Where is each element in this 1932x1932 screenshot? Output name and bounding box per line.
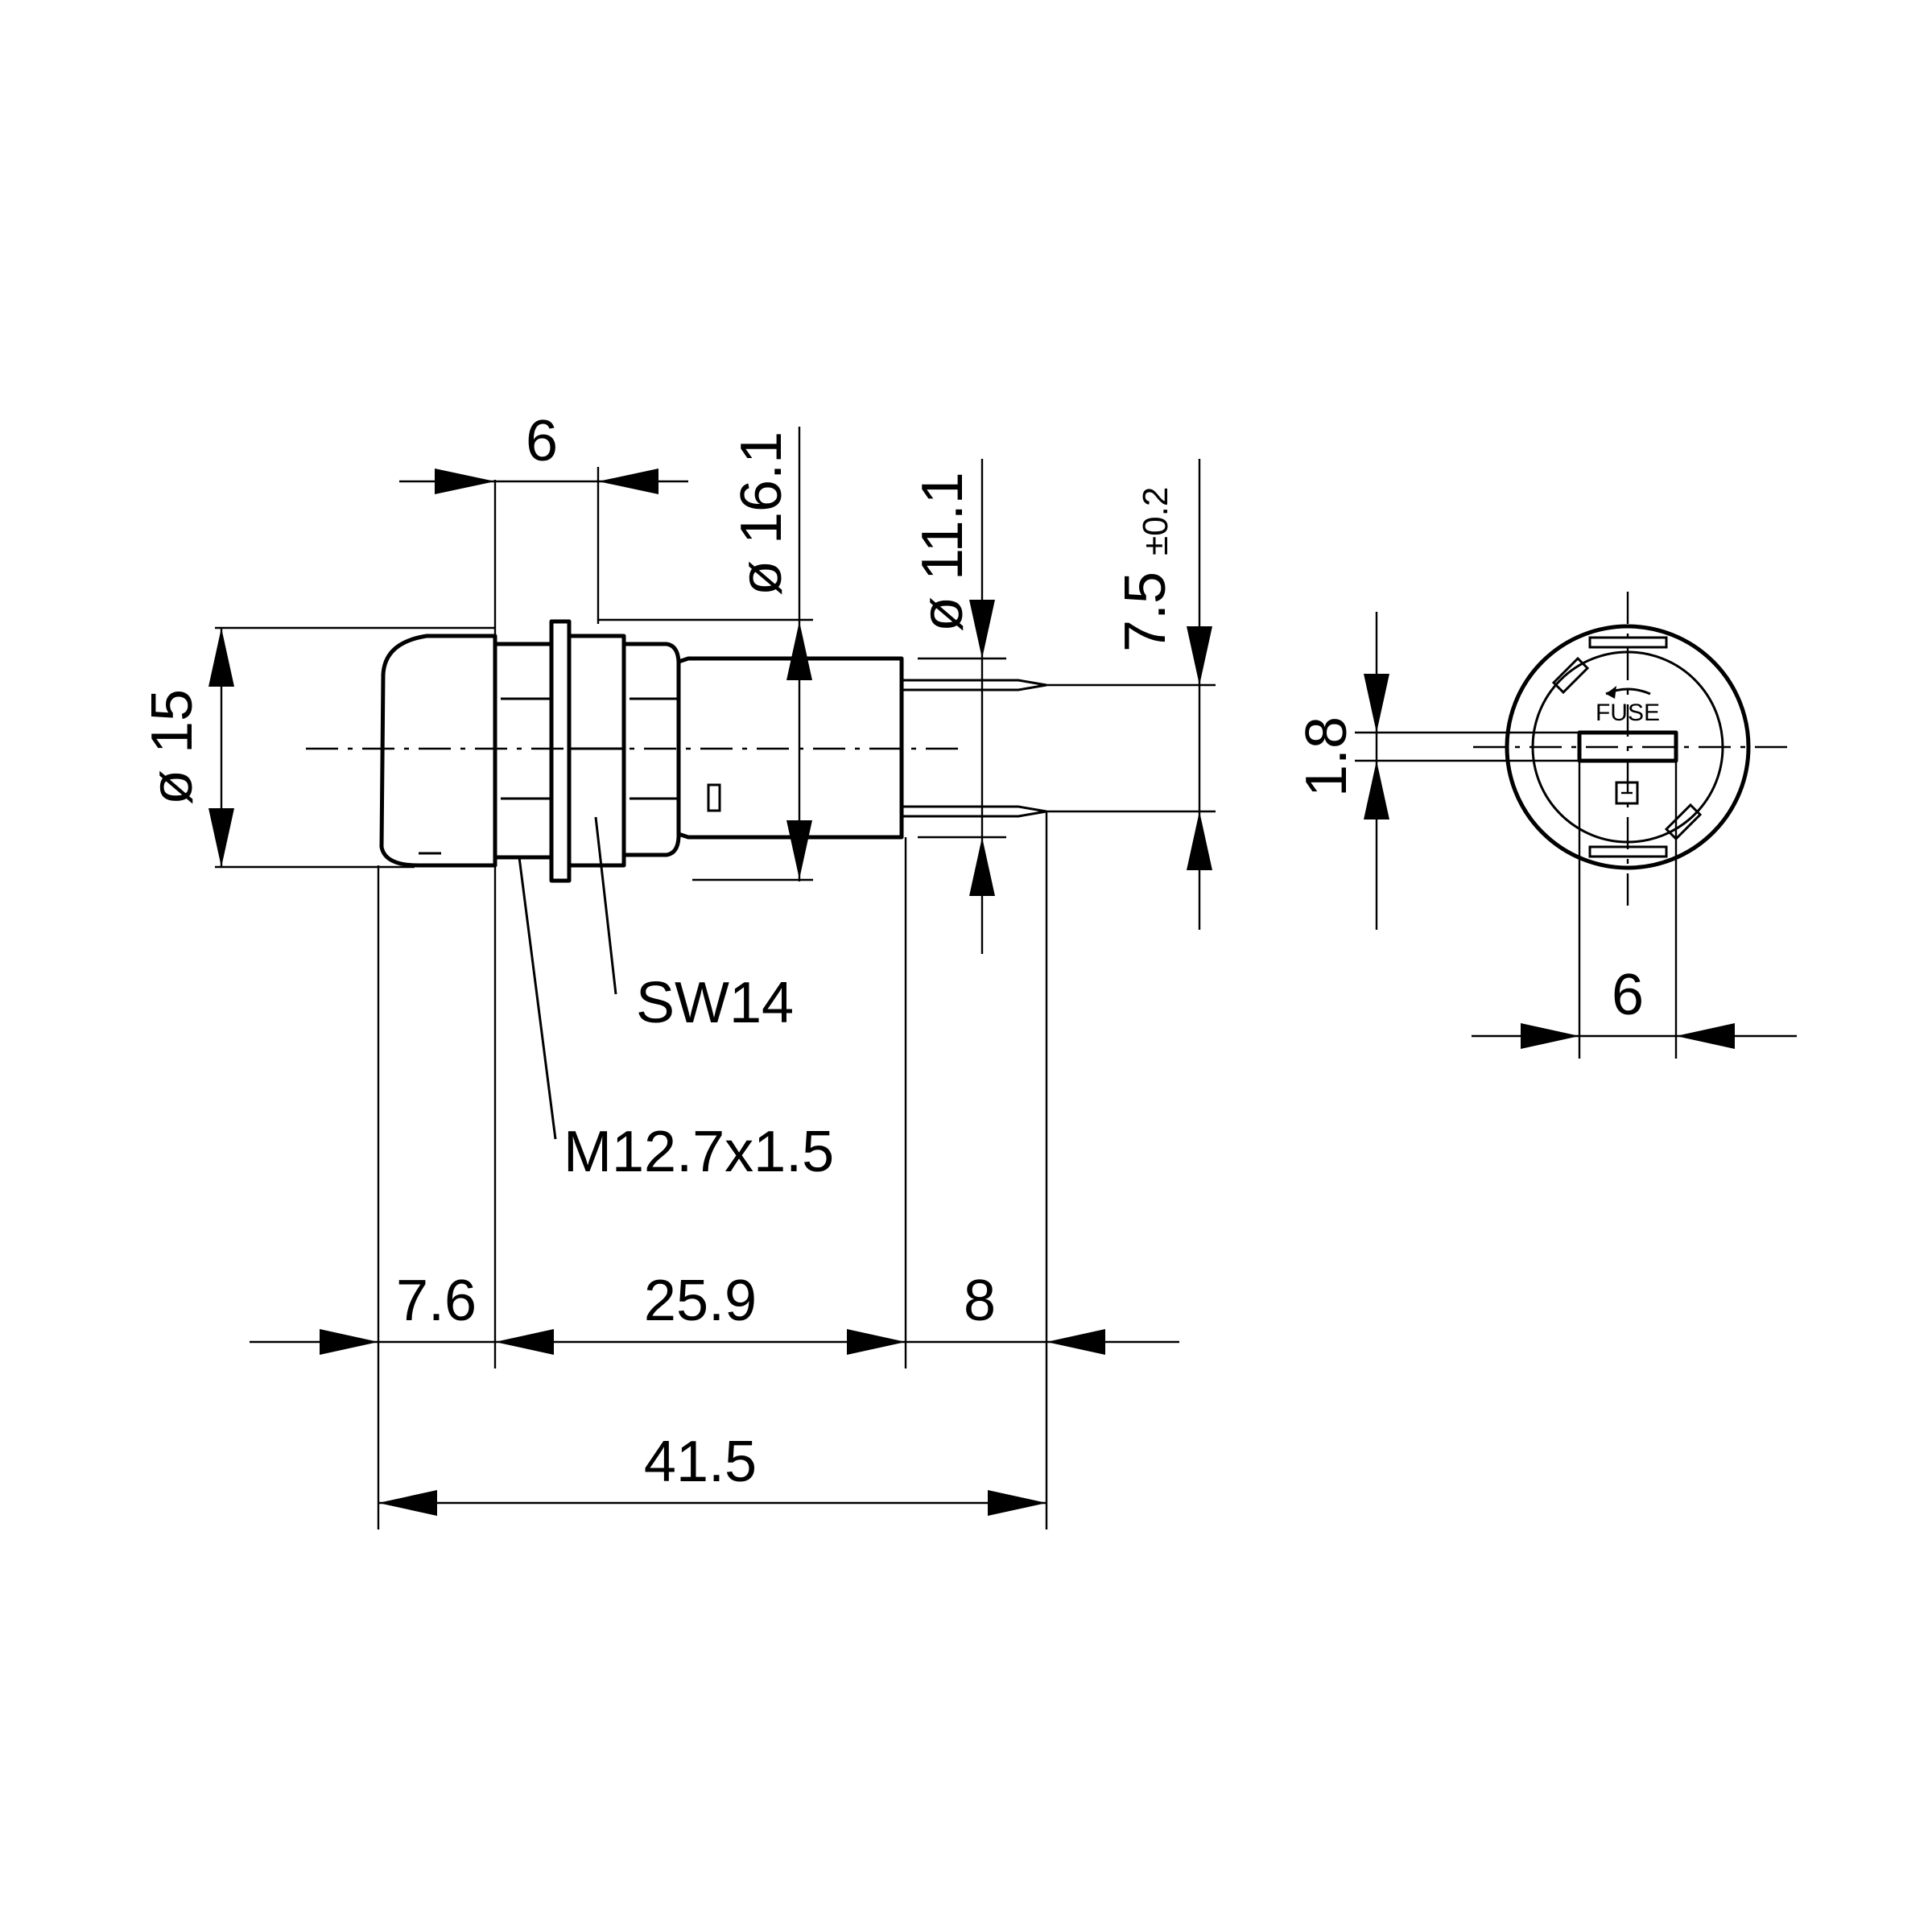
dim-arrow (1187, 626, 1212, 685)
leader-thread (518, 857, 557, 1140)
mounting-flange (549, 619, 572, 883)
dim-arrow (208, 628, 234, 687)
front-outer-ring (1505, 624, 1751, 870)
leader-sw14 (594, 816, 617, 995)
pin-lower (902, 805, 1047, 818)
body-marking (707, 783, 721, 812)
callout-sw14: SW14 (636, 971, 794, 1035)
dim-text-pin-pitch: 7.5 (1113, 572, 1178, 652)
side-view: 6 ø 16.1 ø 11.1 7.5 ±0.2 ø 15 SW14 M12.7… (140, 409, 1216, 1530)
dim-arrow (786, 621, 812, 680)
dim-text-dia-16-1: ø 16.1 (729, 431, 794, 596)
dim-text-pin-tolerance: ±0.2 (1136, 487, 1175, 555)
pin-upper (902, 679, 1047, 691)
dim-arrow (1046, 1329, 1105, 1355)
dim-arrow (1676, 1023, 1735, 1049)
dim-text-total-length: 41.5 (644, 1430, 757, 1494)
dim-arrow (435, 469, 495, 494)
dim-arrow (1521, 1023, 1579, 1049)
front-inner-ring (1531, 650, 1724, 844)
dim-arrow (378, 1490, 437, 1516)
dim-arrow (988, 1490, 1046, 1516)
callout-thread: M12.7x1.5 (564, 1120, 834, 1184)
dim-text-dia-15: ø 15 (140, 689, 204, 805)
hex-nut-face (624, 642, 681, 857)
dim-arrow (1364, 674, 1389, 733)
dim-arrow (1364, 761, 1389, 819)
cap-outline (379, 634, 497, 868)
marking-symbol-icon (1615, 781, 1639, 805)
dim-text-slot-width: 6 (1612, 963, 1644, 1027)
main-body (678, 656, 904, 840)
thread-section (493, 642, 554, 860)
dim-arrow (847, 1329, 906, 1355)
fuse-label: FUSE (1596, 700, 1660, 726)
hex-nut (567, 634, 626, 868)
fuse-slot (1577, 730, 1678, 763)
dim-arrow (598, 469, 658, 494)
dim-arrow (786, 820, 812, 879)
dim-text-slot-height: 1.8 (1294, 716, 1359, 797)
front-view: FUSE 6 1.8 (1294, 592, 1797, 1059)
dim-arrow (495, 1329, 554, 1355)
dim-arrow (969, 600, 995, 658)
dim-text-body-length: 25.9 (644, 1269, 757, 1333)
dim-text-dia-11-1: ø 11.1 (910, 472, 975, 632)
dim-arrow (1187, 811, 1212, 870)
dim-text-hex-width: 6 (526, 409, 558, 473)
dim-text-cap-length: 7.6 (396, 1269, 477, 1333)
dim-arrow (208, 808, 234, 867)
dim-arrow (320, 1329, 378, 1355)
dim-arrow (969, 837, 995, 896)
dim-text-pin-length: 8 (964, 1269, 996, 1333)
